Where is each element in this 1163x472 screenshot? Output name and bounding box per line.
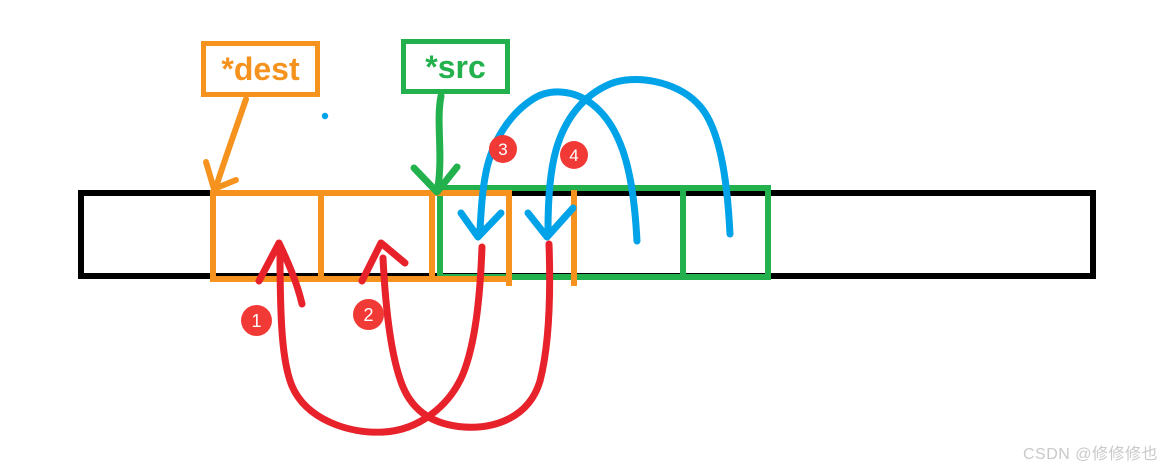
watermark: CSDN @修修修也	[1022, 446, 1158, 463]
dest-pointer-label: *dest	[221, 51, 300, 87]
step-badge-1: 1	[241, 305, 272, 336]
dest-cell-divider-1	[318, 190, 324, 282]
dest-pointer-arrow-shaft	[214, 96, 249, 187]
src-pointer-arrow-shaft	[434, 92, 445, 191]
dest-pointer-arrow-head	[203, 159, 239, 192]
overlap-cell-divider-2	[571, 190, 577, 286]
src-pointer-label-box: *src	[401, 39, 510, 94]
dest-pointer-label-box: *dest	[201, 41, 320, 97]
step-badge-3: 3	[489, 135, 517, 163]
step-badge-1-label: 1	[251, 310, 262, 331]
dest-region-outline	[210, 190, 512, 282]
src-cell-divider	[680, 185, 686, 280]
step-badge-2: 2	[353, 299, 384, 330]
src-pointer-label: *src	[425, 48, 486, 85]
dest-cell-divider-2	[429, 190, 435, 282]
blue-dot	[321, 112, 329, 120]
step-badge-4-label: 4	[569, 145, 579, 165]
step-badge-3-label: 3	[498, 139, 508, 159]
step-badge-4: 4	[560, 141, 588, 169]
step-badge-2-label: 2	[363, 304, 374, 325]
overlap-cell-divider-1	[506, 190, 512, 286]
